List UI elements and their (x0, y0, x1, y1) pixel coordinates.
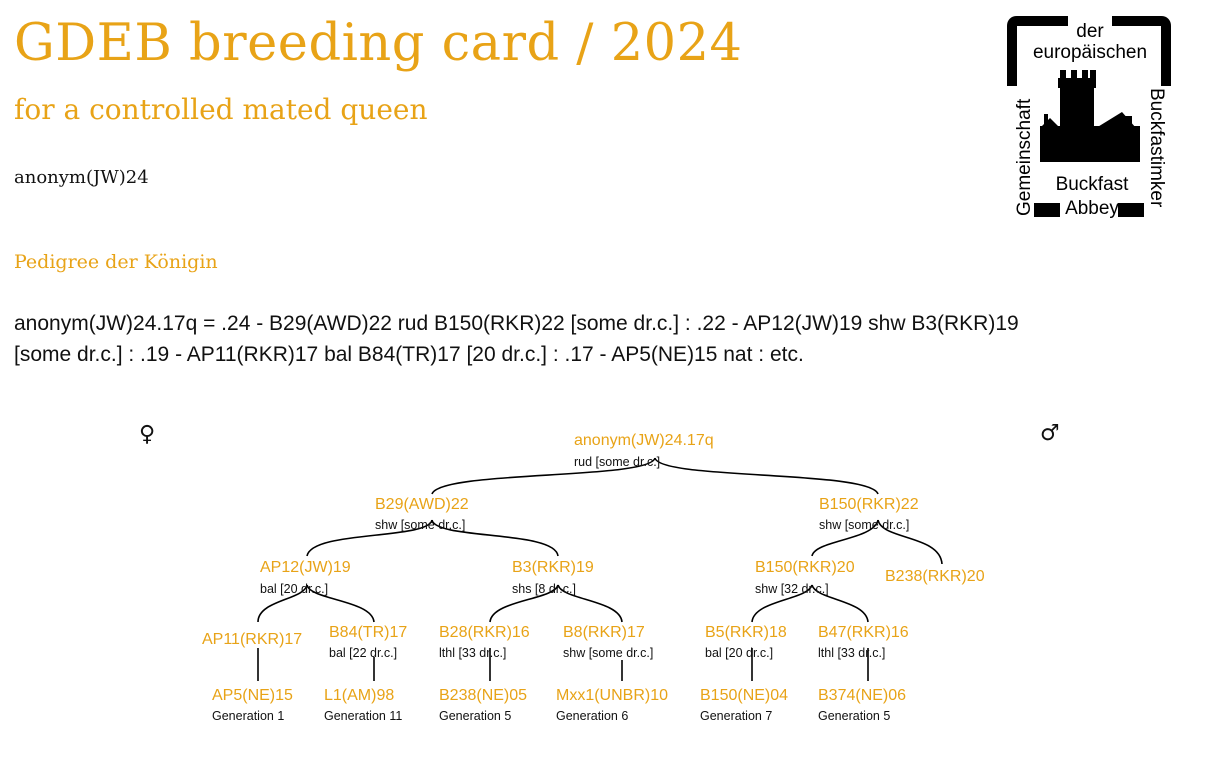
page-subtitle: for a controlled mated queen (14, 93, 428, 126)
node-b3-info: shs [8 dr.c.] (512, 582, 576, 596)
node-b150-22-name: B150(RKR)22 (819, 496, 919, 513)
node-ap12-name: AP12(JW)19 (260, 559, 351, 576)
node-b5-info: bal [20 dr.c.] (705, 646, 773, 660)
node-b28-info: lthl [33 dr.c.] (439, 646, 506, 660)
node-b8-name: B8(RKR)17 (563, 624, 645, 641)
node-b238-ne05-generation: Generation 5 (439, 709, 511, 723)
logo-text-abbey: Abbey (1065, 198, 1119, 219)
gdeb-logo: der europäischen Gemeinschaft Buckfastim… (1007, 16, 1171, 219)
pedigree-heading: Pedigree der Königin (14, 251, 218, 273)
female-symbol: ♀ (139, 422, 156, 447)
male-symbol: ♂ (1040, 421, 1060, 446)
logo-text-europaeischen: europäischen (1033, 42, 1147, 63)
page-title: GDEB breeding card / 2024 (14, 14, 743, 73)
node-b238-ne05-name: B238(NE)05 (439, 687, 527, 704)
node-b374-name: B374(NE)06 (818, 687, 906, 704)
node-b84-info: bal [22 dr.c.] (329, 646, 397, 660)
node-b8-info: shw [some dr.c.] (563, 646, 653, 660)
node-ap12-info: bal [20 dr.c.] (260, 582, 328, 596)
node-mxx1-generation: Generation 6 (556, 709, 628, 723)
node-b150-20-name: B150(RKR)20 (755, 559, 855, 576)
root-queen-name: anonym(JW)24.17q (574, 432, 714, 449)
queen-identifier: anonym(JW)24 (14, 167, 149, 188)
node-b47-name: B47(RKR)16 (818, 624, 909, 641)
abbey-icon (1040, 70, 1140, 162)
node-b5-name: B5(RKR)18 (705, 624, 787, 641)
node-ap11-name: AP11(RKR)17 (202, 631, 302, 648)
node-b29-info: shw [some dr.c.] (375, 518, 465, 532)
node-ap5-name: AP5(NE)15 (212, 687, 293, 704)
logo-text-gemeinschaft: Gemeinschaft (1014, 98, 1035, 216)
node-b28-name: B28(RKR)16 (439, 624, 530, 641)
node-b150-22-info: shw [some dr.c.] (819, 518, 909, 532)
node-b150-20-info: shw [32 dr.c.] (755, 582, 829, 596)
node-ap5-generation: Generation 1 (212, 709, 284, 723)
node-b29-name: B29(AWD)22 (375, 496, 469, 513)
logo-text-buckfastimker: Buckfastimker (1146, 88, 1167, 208)
tree-connectors (257, 457, 943, 681)
node-b374-generation: Generation 5 (818, 709, 890, 723)
logo-text-buckfast: Buckfast (1056, 174, 1130, 195)
node-l1-name: L1(AM)98 (324, 687, 394, 704)
node-b47-info: lthl [33 dr.c.] (818, 646, 885, 660)
node-mxx1-name: Mxx1(UNBR)10 (556, 687, 668, 704)
node-b150-ne04-name: B150(NE)04 (700, 687, 788, 704)
node-b150-ne04-generation: Generation 7 (700, 709, 772, 723)
logo-text-der: der (1076, 21, 1104, 42)
node-b84-name: B84(TR)17 (329, 624, 407, 641)
node-l1-generation: Generation 11 (324, 709, 402, 723)
node-b3-name: B3(RKR)19 (512, 559, 594, 576)
pedigree-text-line-2: [some dr.c.] : .19 - AP11(RKR)17 bal B84… (14, 343, 804, 366)
node-b238-rkr20-name: B238(RKR)20 (885, 568, 985, 585)
root-queen-info: rud [some dr.c.] (574, 455, 660, 469)
pedigree-text-line-1: anonym(JW)24.17q = .24 - B29(AWD)22 rud … (14, 312, 1019, 335)
